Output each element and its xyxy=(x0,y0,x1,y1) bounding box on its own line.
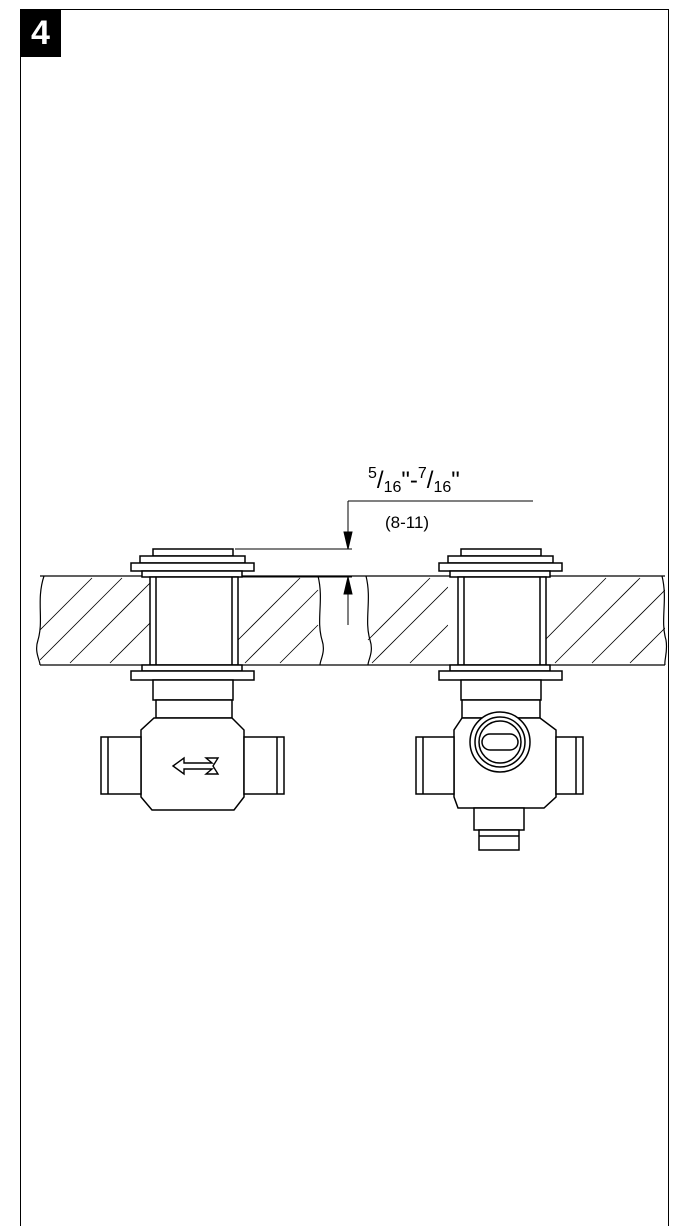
inch-mark: " xyxy=(451,467,460,494)
inch-denominator-b: 16 xyxy=(433,479,451,496)
valve-stem-right xyxy=(457,576,547,666)
bottom-lock-nut-right xyxy=(449,664,551,672)
section-hatching xyxy=(40,577,150,664)
left-port-right xyxy=(415,736,455,795)
step-number-badge: 4 xyxy=(20,9,61,57)
top-lock-nut-right xyxy=(460,548,542,557)
dimension-inch-label: 5/16"-7/16" xyxy=(368,465,460,496)
bottom-port xyxy=(478,829,520,851)
outlet-port xyxy=(243,736,285,795)
three-way-valve xyxy=(415,548,584,851)
mounting-panel-section xyxy=(36,575,668,666)
dimension-arrow-up-icon xyxy=(343,576,353,595)
inch-separator: "- xyxy=(401,467,418,494)
inch-denominator-a: 16 xyxy=(384,479,402,496)
section-hatching-middle xyxy=(238,577,448,664)
step-frame xyxy=(20,9,669,1226)
inch-numerator-a: 5 xyxy=(368,465,377,482)
valve-stem xyxy=(149,576,239,666)
inlet-port xyxy=(100,736,142,795)
dimension-metric-label: (8-11) xyxy=(385,513,429,532)
inch-numerator-b: 7 xyxy=(418,465,427,482)
port-slot xyxy=(481,733,519,751)
section-hatching-right xyxy=(545,577,665,664)
dimension-annotation xyxy=(235,500,533,625)
right-port-right xyxy=(555,736,584,795)
straight-valve xyxy=(100,548,285,811)
flow-direction-arrow-icon xyxy=(171,756,220,776)
bottom-lock-nut xyxy=(141,664,243,672)
top-lock-nut xyxy=(152,548,234,557)
dimension-arrow-down-icon xyxy=(343,531,353,550)
